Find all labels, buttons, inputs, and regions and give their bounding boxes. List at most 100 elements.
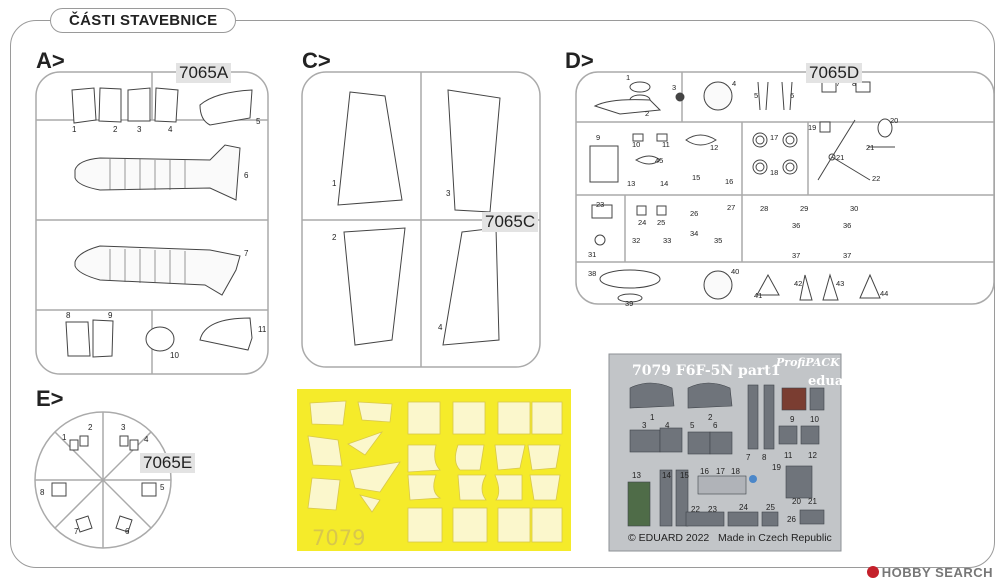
svg-text:6: 6: [713, 421, 718, 430]
svg-text:7: 7: [836, 79, 840, 88]
svg-text:4: 4: [732, 79, 736, 88]
svg-text:23: 23: [708, 505, 717, 514]
svg-text:22: 22: [691, 505, 700, 514]
svg-text:25: 25: [766, 503, 775, 512]
svg-text:4: 4: [438, 323, 443, 332]
svg-text:14: 14: [660, 179, 668, 188]
svg-text:17: 17: [770, 133, 778, 142]
svg-text:30: 30: [850, 204, 858, 213]
sprue-a-numbers: 1 2 3 4 5 6 7 8 9 10 11: [66, 117, 267, 360]
svg-text:38: 38: [588, 269, 596, 278]
svg-text:7: 7: [746, 453, 751, 462]
svg-text:19: 19: [808, 123, 816, 132]
svg-text:6: 6: [790, 91, 794, 100]
svg-text:40: 40: [731, 267, 739, 276]
svg-text:3: 3: [672, 83, 676, 92]
svg-text:26: 26: [787, 515, 796, 524]
svg-text:27: 27: [727, 203, 735, 212]
svg-text:6: 6: [244, 171, 249, 180]
svg-text:11: 11: [784, 451, 793, 460]
svg-text:16: 16: [700, 467, 709, 476]
svg-text:11: 11: [662, 140, 670, 149]
svg-text:12: 12: [710, 143, 718, 152]
section-e-label: E>: [36, 386, 64, 411]
svg-text:10: 10: [632, 140, 640, 149]
svg-text:42: 42: [794, 279, 802, 288]
svg-text:15: 15: [680, 471, 689, 480]
watermark-logo-icon: [866, 566, 879, 578]
svg-text:28: 28: [760, 204, 768, 213]
svg-text:33: 33: [663, 236, 671, 245]
svg-text:3: 3: [121, 423, 126, 432]
sprue-d-parts: [589, 81, 895, 303]
photoetch-made-in: Made in Czech Republic: [718, 532, 832, 544]
svg-text:3: 3: [642, 421, 647, 430]
svg-text:34: 34: [690, 229, 698, 238]
svg-text:14: 14: [662, 471, 671, 480]
svg-text:3: 3: [137, 125, 142, 134]
svg-text:13: 13: [627, 179, 635, 188]
svg-text:25: 25: [657, 218, 665, 227]
svg-text:24: 24: [739, 503, 748, 512]
svg-text:36: 36: [792, 221, 800, 230]
svg-text:8: 8: [852, 79, 856, 88]
sprue-e-code: 7065E: [140, 453, 196, 473]
svg-text:37: 37: [792, 251, 800, 260]
svg-text:5: 5: [754, 91, 758, 100]
svg-text:17: 17: [716, 467, 725, 476]
section-d-label: D>: [565, 48, 594, 73]
svg-text:35: 35: [714, 236, 722, 245]
svg-text:13: 13: [632, 471, 641, 480]
photoetch-title: 7079 F6F-5N part1: [632, 363, 781, 379]
svg-text:23: 23: [596, 200, 604, 209]
svg-text:1: 1: [626, 73, 630, 82]
page-frame: [10, 20, 995, 568]
svg-text:39: 39: [625, 299, 633, 308]
svg-text:1: 1: [62, 433, 67, 442]
photoetch-brand: ProfiPACK: [776, 356, 840, 369]
pe-gauge-dot: [749, 475, 757, 483]
sprue-d-code: 7065D: [806, 63, 863, 83]
svg-text:12: 12: [808, 451, 817, 460]
photoetch-maker: eduard: [808, 374, 860, 389]
svg-text:8: 8: [40, 488, 45, 497]
svg-text:7: 7: [244, 249, 249, 258]
sprue-d-frame: [575, 71, 995, 305]
sprue-c-parts: [337, 89, 501, 346]
watermark-text: HOBBY SEARCH: [881, 565, 993, 580]
svg-text:1: 1: [332, 179, 337, 188]
sprue-a-code: 7065A: [176, 63, 232, 83]
photoetch-copyright: © EDUARD 2022: [628, 532, 710, 544]
svg-text:9: 9: [596, 133, 600, 142]
sprue-e-parts: [51, 435, 157, 533]
svg-text:4: 4: [168, 125, 173, 134]
page-title: ČÁSTI STAVEBNICE: [50, 8, 237, 33]
svg-text:21: 21: [866, 143, 874, 152]
svg-text:4: 4: [144, 435, 149, 444]
svg-text:41: 41: [754, 291, 762, 300]
svg-text:6: 6: [125, 527, 130, 536]
svg-text:9: 9: [108, 311, 113, 320]
svg-text:1: 1: [72, 125, 77, 134]
svg-text:10: 10: [170, 351, 179, 360]
section-c-label: C>: [302, 48, 331, 73]
svg-text:11: 11: [258, 325, 267, 334]
svg-text:5: 5: [256, 117, 261, 126]
svg-text:2: 2: [113, 125, 118, 134]
svg-text:44: 44: [880, 289, 888, 298]
svg-text:29: 29: [800, 204, 808, 213]
svg-text:37: 37: [843, 251, 851, 260]
svg-text:16: 16: [725, 177, 733, 186]
svg-text:4: 4: [665, 421, 670, 430]
section-a-label: A>: [36, 48, 65, 73]
svg-text:1: 1: [650, 413, 655, 422]
sprue-c-code: 7065C: [482, 212, 539, 232]
svg-text:8: 8: [66, 311, 71, 320]
svg-text:32: 32: [632, 236, 640, 245]
sprue-a-parts: [65, 87, 253, 358]
